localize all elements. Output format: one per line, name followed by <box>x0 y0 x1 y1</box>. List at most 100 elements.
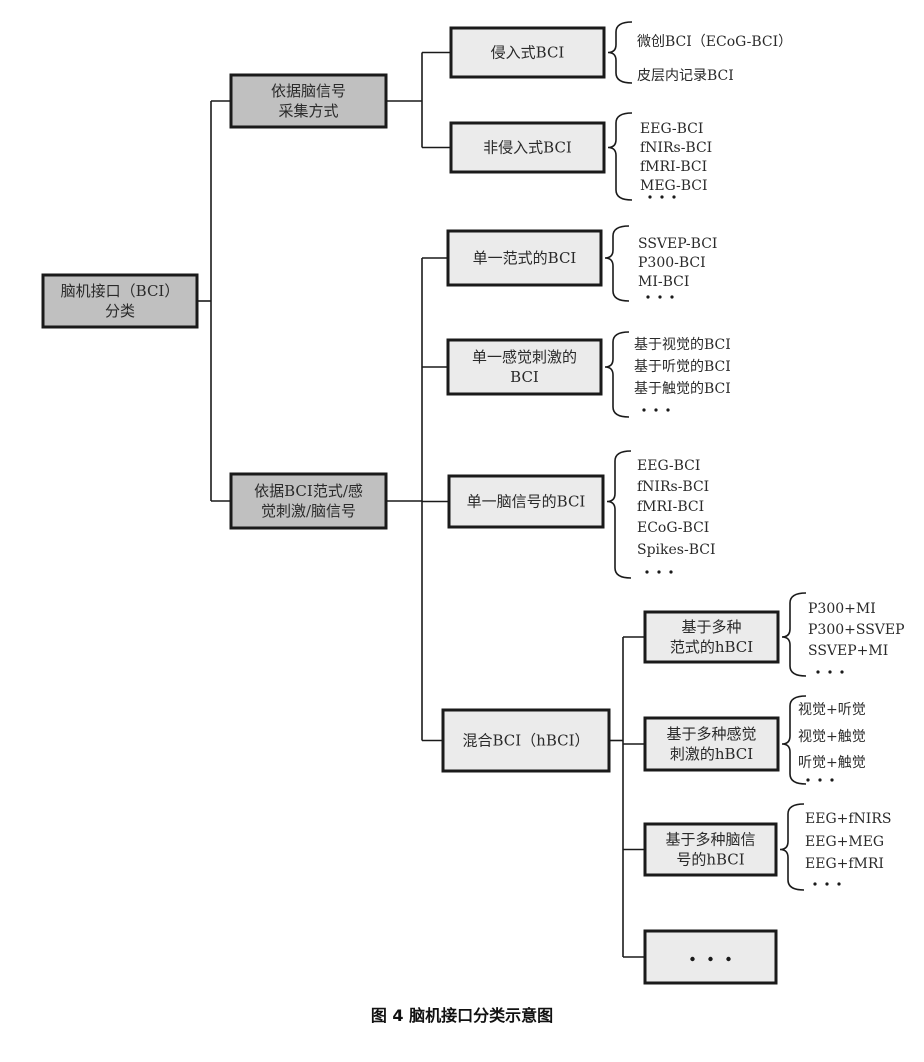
node-box: 单一范式的BCI <box>446 229 603 287</box>
node-label: 采集方式 <box>278 102 338 120</box>
leaf-ellipsis <box>645 570 673 574</box>
ellipsis-dot <box>690 956 695 962</box>
ellipsis-dot <box>818 778 822 782</box>
node-rect <box>643 716 780 772</box>
node-rect <box>449 26 606 79</box>
node-label: 范式的hBCI <box>670 638 753 656</box>
node-label: 基于多种感觉 <box>666 725 756 743</box>
ellipsis-dot <box>669 570 673 574</box>
node-rect <box>41 273 199 329</box>
ellipsis-dot <box>645 570 649 574</box>
leaf-item: 基于视觉的BCI <box>634 336 731 353</box>
node-box: 混合BCI（hBCI） <box>441 708 611 773</box>
leaf-item: 视觉+触觉 <box>798 729 866 745</box>
leaf-item: ECoG-BCI <box>637 520 709 536</box>
ellipsis-dot <box>816 670 820 674</box>
node-rect <box>447 474 605 529</box>
leaf-item: SSVEP+MI <box>808 643 888 659</box>
node-label: 依据BCI范式/感 <box>254 482 363 500</box>
leaf-item: EEG+fMRI <box>805 856 884 872</box>
leaf-item: EEG+fNIRS <box>805 811 891 827</box>
leaf-item: SSVEP-BCI <box>638 236 717 252</box>
leaf-item: EEG+MEG <box>805 834 884 850</box>
leaf-item: fNIRs-BCI <box>640 140 712 156</box>
node-rect <box>446 229 603 287</box>
node-label: 混合BCI（hBCI） <box>462 732 589 750</box>
leaf-item: fNIRs-BCI <box>637 479 709 495</box>
ellipsis-dot <box>660 195 664 199</box>
ellipsis-dot <box>642 408 646 412</box>
node-label: 基于多种脑信 <box>665 831 755 849</box>
brace-icon <box>604 331 630 418</box>
node-label: 刺激的hBCI <box>670 745 753 763</box>
node-rect <box>643 610 780 664</box>
brace-icon <box>781 592 807 677</box>
node-label: 单一脑信号的BCI <box>467 493 586 511</box>
leaf-item: fMRI-BCI <box>637 499 704 515</box>
ellipsis-dot <box>828 670 832 674</box>
ellipsis-dot <box>708 956 713 962</box>
ellipsis-dot <box>813 882 817 886</box>
leaf-item: 听觉+触觉 <box>798 755 866 771</box>
leaf-item: EEG-BCI <box>640 121 703 137</box>
leaf-item: 基于听觉的BCI <box>634 358 731 375</box>
brace-icon <box>779 803 805 891</box>
node-label: 号的hBCI <box>676 851 744 869</box>
ellipsis-dot <box>658 295 662 299</box>
ellipsis-dot <box>672 195 676 199</box>
leaf-ellipsis <box>806 778 834 782</box>
node-box: 脑机接口（BCI） 分类 <box>41 273 199 329</box>
node-rect <box>449 121 606 174</box>
node-label: 分类 <box>105 302 135 320</box>
brace-icon <box>607 21 633 84</box>
leaf-ellipsis <box>646 295 674 299</box>
leaf-item: EEG-BCI <box>637 458 700 474</box>
node-label: 依据脑信号 <box>271 82 346 100</box>
node-label: 觉刺激/脑信号 <box>261 502 356 520</box>
node-label: 非侵入式BCI <box>483 139 572 157</box>
leaf-ellipsis <box>813 882 841 886</box>
ellipsis-dot <box>840 670 844 674</box>
node-label: 侵入式BCI <box>491 44 565 62</box>
ellipsis-dot <box>648 195 652 199</box>
leaf-item: P300+MI <box>808 601 876 617</box>
ellipsis-dot <box>666 408 670 412</box>
leaf-ellipsis <box>648 195 676 199</box>
figure-caption: 图 4 脑机接口分类示意图 <box>370 1006 554 1025</box>
brace-icon <box>607 112 633 201</box>
leaf-item: 皮层内记录BCI <box>637 68 734 84</box>
ellipsis-dot <box>646 295 650 299</box>
ellipsis-dot <box>670 295 674 299</box>
leaf-item: MI-BCI <box>638 274 689 290</box>
leaf-item: P300+SSVEP <box>808 622 905 638</box>
leaf-item: P300-BCI <box>638 255 706 271</box>
leaf-item: MEG-BCI <box>640 178 708 194</box>
leaf-item: Spikes-BCI <box>637 542 716 558</box>
node-label: 基于多种 <box>681 618 741 636</box>
ellipsis-dot <box>837 882 841 886</box>
node-box <box>643 929 778 985</box>
brace-icon <box>781 695 807 785</box>
leaf-item: 基于触觉的BCI <box>634 380 731 397</box>
ellipsis-dot <box>806 778 810 782</box>
node-rect <box>643 822 778 877</box>
ellipsis-dot <box>657 570 661 574</box>
node-box: 单一脑信号的BCI <box>447 474 605 529</box>
ellipsis-dot <box>654 408 658 412</box>
node-label: 单一感觉刺激的 <box>472 348 577 366</box>
node-box: 侵入式BCI <box>449 26 606 79</box>
leaf-item: 视觉+听觉 <box>798 702 866 718</box>
node-label: 单一范式的BCI <box>473 249 577 267</box>
ellipsis-dot <box>825 882 829 886</box>
leaf-item: fMRI-BCI <box>640 159 707 175</box>
node-label: 脑机接口（BCI） <box>61 282 180 300</box>
leaf-ellipsis <box>816 670 844 674</box>
leaf-ellipsis <box>642 408 670 412</box>
leaf-item: 微创BCI（ECoG-BCI） <box>637 34 792 50</box>
